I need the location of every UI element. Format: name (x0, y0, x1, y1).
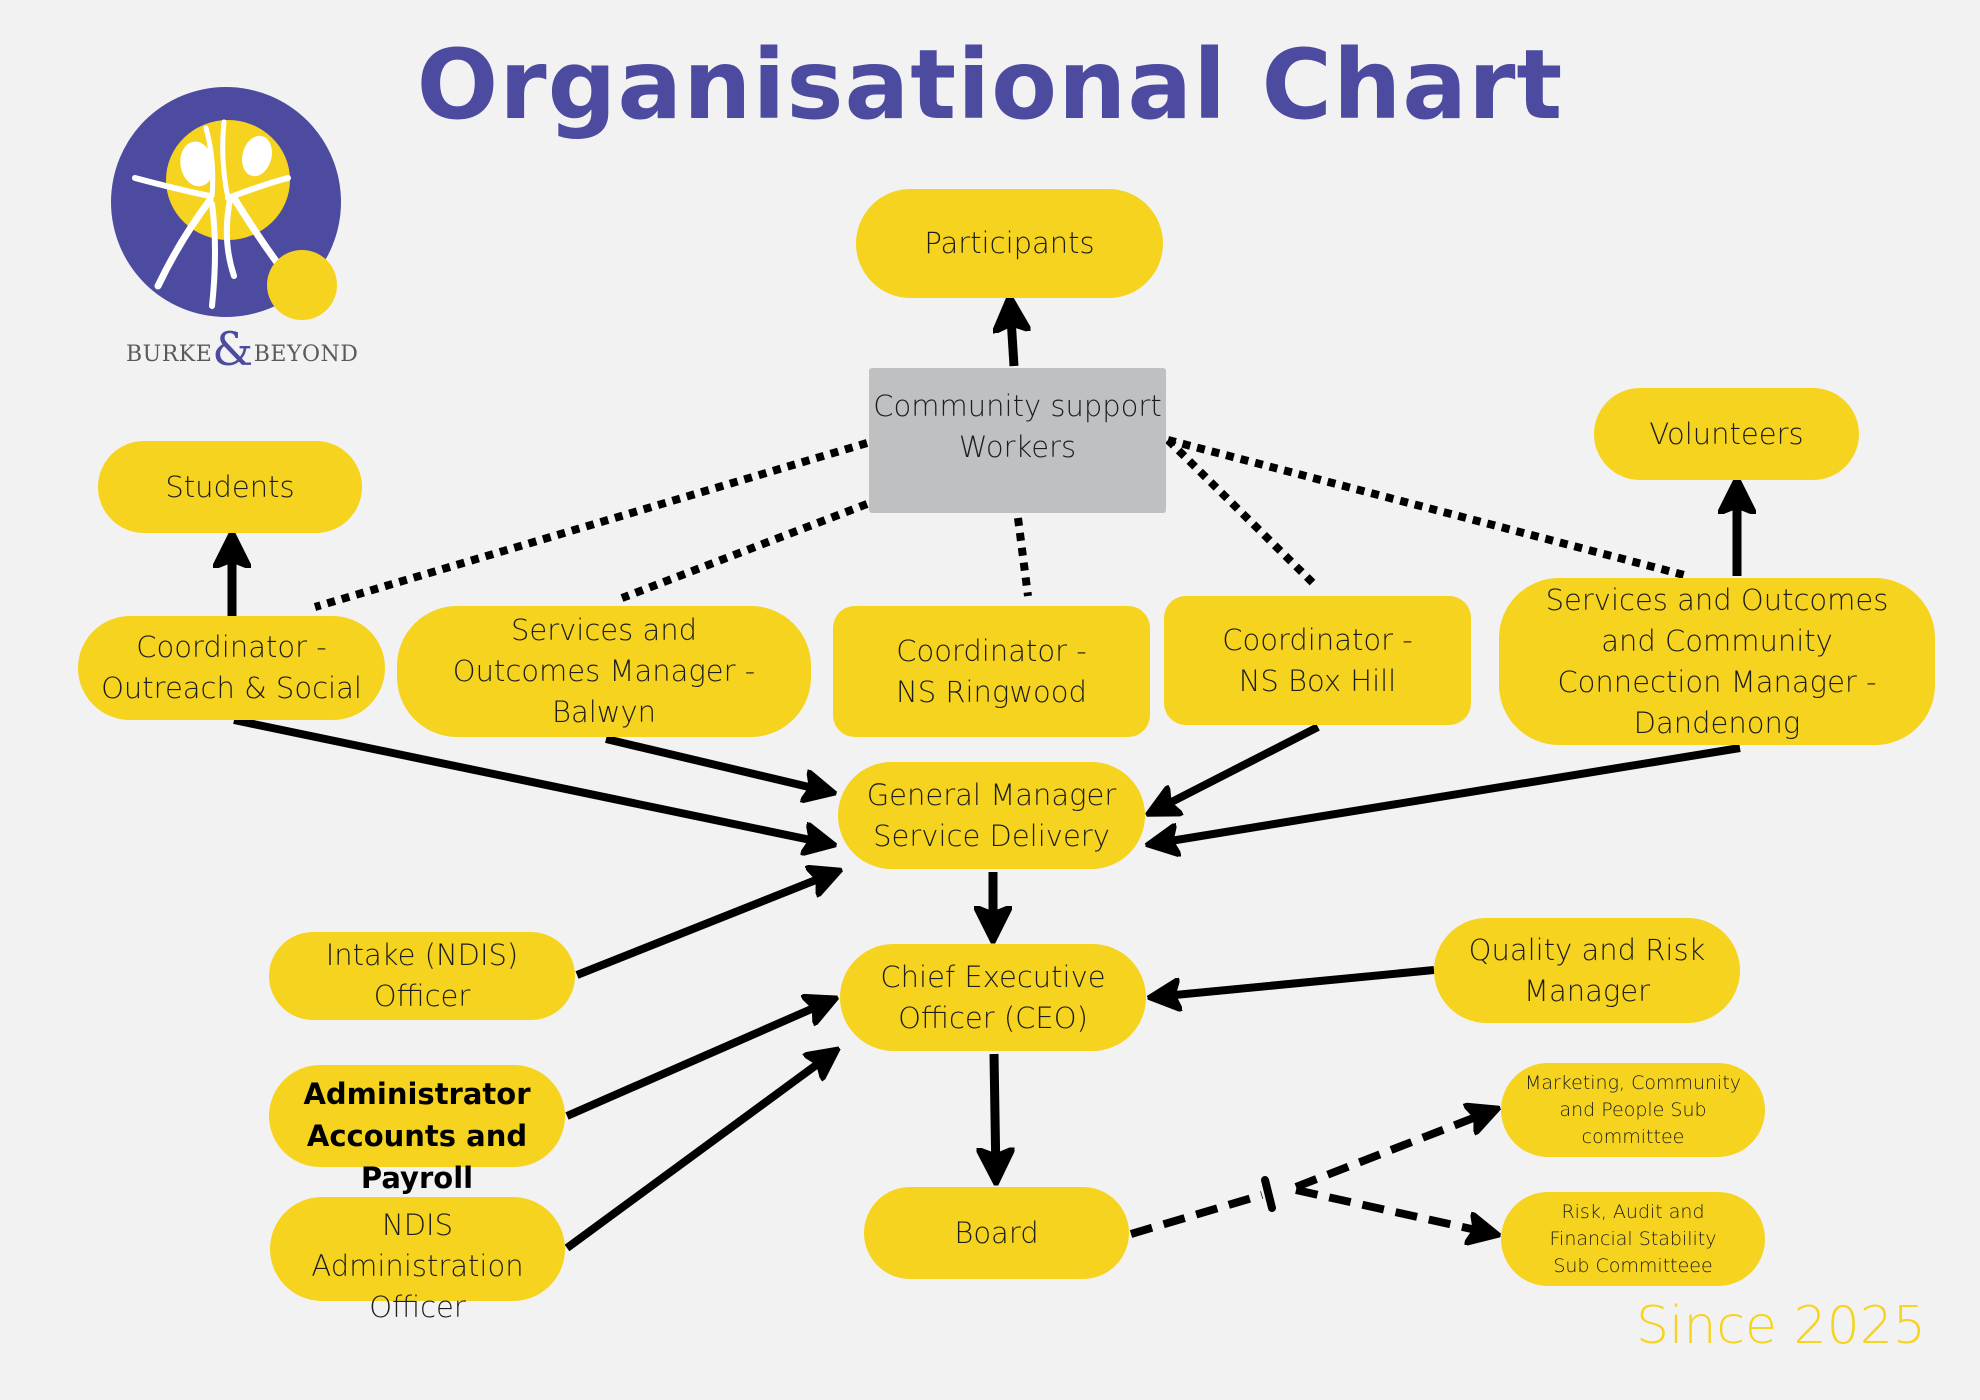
node-board[interactable]: Board (864, 1187, 1129, 1279)
arrow-ceo-to-board (994, 1053, 996, 1178)
since-year-label: Since 2025 (1636, 1296, 1926, 1356)
node-students[interactable]: Students (98, 441, 362, 533)
node-services-outcomes-balwyn[interactable]: Services and Outcomes Manager - Balwyn (397, 606, 811, 737)
node-services-outcomes-dandenong[interactable]: Services and Outcomes and Community Conn… (1499, 578, 1935, 745)
node-volunteers[interactable]: Volunteers (1594, 388, 1859, 480)
page-title: Organisational Chart (416, 29, 1564, 141)
dotted-link-ringwood (1014, 517, 1032, 597)
node-general-manager[interactable]: General Manager Service Delivery (838, 762, 1145, 869)
node-community-support-workers[interactable]: Community support Workers (869, 368, 1166, 513)
dotted-link-boxhill (1165, 437, 1319, 589)
arrow-ndis-to-ceo (564, 1052, 834, 1252)
logo-wordmark: BURKE&BEYOND (126, 318, 359, 376)
dashed-tick (1261, 1176, 1276, 1212)
arrow-dandenong-to-gm (1152, 744, 1741, 844)
node-quality-risk-manager[interactable]: Quality and Risk Manager (1434, 918, 1740, 1023)
node-coordinator-ns-ringwood[interactable]: Coordinator - NS Ringwood (833, 606, 1150, 737)
dotted-link-outreach (313, 439, 869, 611)
dashed-link-board (1129, 1191, 1264, 1238)
dashed-arrow-to-marketing (1294, 1110, 1494, 1191)
arrow-community-to-participants (1010, 302, 1014, 367)
node-administrator-accounts-payroll[interactable]: Administrator Accounts and Payroll (269, 1065, 565, 1195)
node-ceo[interactable]: Chief Executive Officer (CEO) (840, 944, 1146, 1051)
logo-name-left: BURKE (126, 342, 213, 367)
arrow-outreach-to-gm (233, 716, 830, 844)
arrow-boxhill-to-gm (1152, 723, 1320, 812)
logo-name-right: BEYOND (253, 342, 359, 367)
burke-beyond-logo (111, 87, 341, 320)
arrow-admin-to-ceo (565, 1000, 832, 1120)
arrow-balwyn-to-gm (605, 735, 830, 792)
node-coordinator-outreach-social[interactable]: Coordinator - Outreach & Social (78, 616, 385, 720)
logo-ampersand: & (212, 322, 254, 376)
node-marketing-community-people-committee[interactable]: Marketing, Community and People Sub comm… (1501, 1063, 1765, 1157)
dashed-arrow-to-risk (1295, 1186, 1494, 1234)
arrow-quality-to-ceo (1154, 966, 1435, 997)
node-participants[interactable]: Participants (856, 189, 1163, 298)
node-risk-audit-financial-committee[interactable]: Risk, Audit and Financial Stability Sub … (1501, 1192, 1765, 1286)
node-coordinator-ns-box-hill[interactable]: Coordinator - NS Box Hill (1164, 596, 1471, 725)
arrow-intake-to-gm (575, 872, 836, 979)
node-ndis-administration-officer[interactable]: NDIS Administration Officer (270, 1197, 565, 1324)
logo-ball-icon (267, 250, 337, 320)
node-intake-ndis-officer[interactable]: Intake (NDIS) Officer (269, 932, 575, 1020)
dotted-link-balwyn (620, 500, 869, 602)
